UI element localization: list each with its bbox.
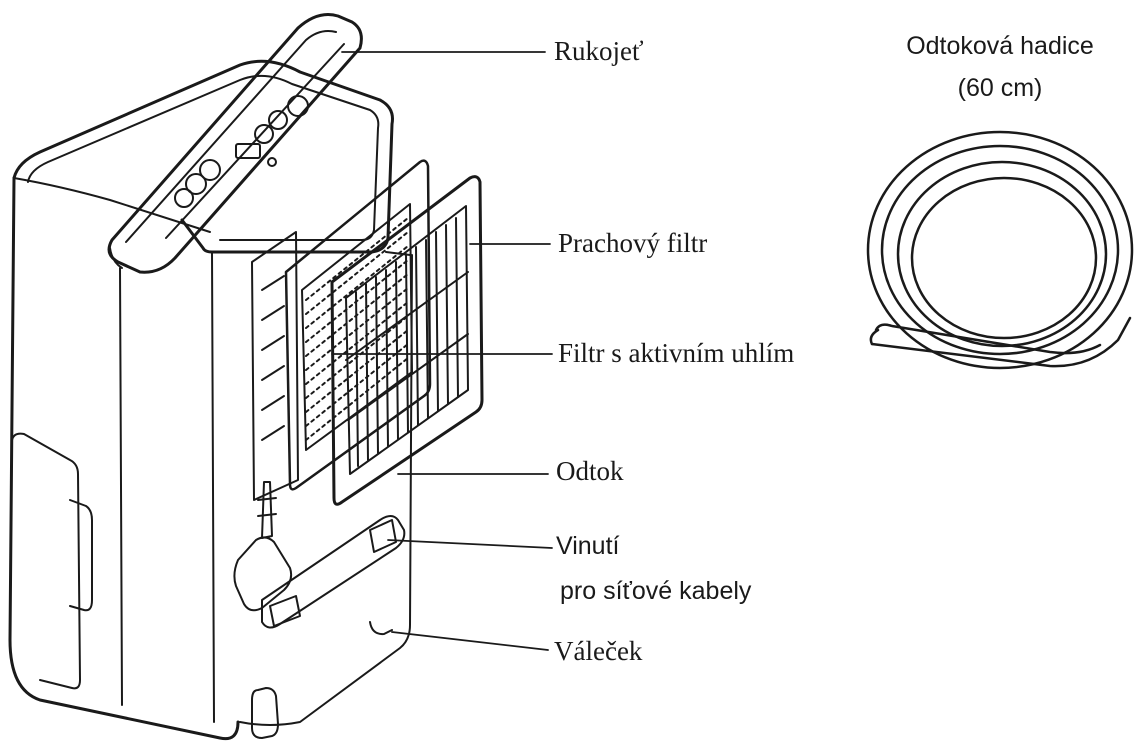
drain-hose-shape xyxy=(866,130,1134,370)
label-wheel: Váleček xyxy=(554,636,643,666)
dehumidifier-body xyxy=(8,13,413,741)
label-dust-filter: Prachový filtr xyxy=(558,228,708,258)
leader-wheel xyxy=(391,631,549,651)
dust-filter-shape xyxy=(330,175,484,506)
label-hose-line2: (60 cm) xyxy=(957,74,1043,102)
label-hose-line1: Odtoková hadice xyxy=(906,32,1094,60)
label-carbon-filter: Filtr s aktivním uhlím xyxy=(558,338,795,368)
label-cable-wrap-line2: pro síťové kabely xyxy=(560,577,752,605)
leader-lines xyxy=(331,51,553,651)
leader-cable-wrap xyxy=(387,539,553,549)
label-handle: Rukojeť xyxy=(554,36,644,66)
label-cable-wrap-line1: Vinutí xyxy=(556,532,620,560)
label-drain: Odtok xyxy=(556,456,624,486)
